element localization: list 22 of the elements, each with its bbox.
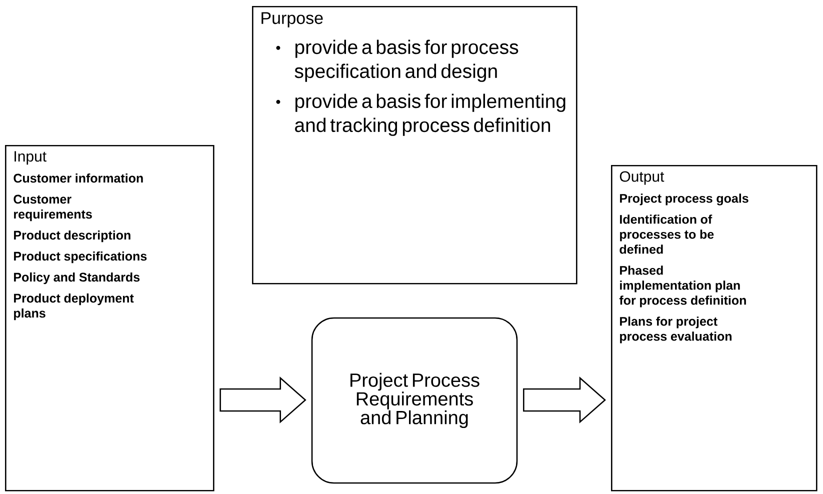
list-item: Phased implementation plan for process definition bbox=[619, 266, 746, 308]
text-box bbox=[5, 145, 214, 492]
list-item: Customer information bbox=[14, 173, 143, 183]
list-item: Identification of processes to be defined bbox=[620, 214, 714, 254]
box-title: Project Process Requirements and Planning bbox=[350, 372, 480, 428]
process-box bbox=[311, 317, 518, 484]
box-heading: Output bbox=[620, 171, 664, 185]
list-item: Customer requirements bbox=[14, 194, 92, 222]
list-item: Product description bbox=[14, 230, 130, 242]
list-item: Product specifications bbox=[14, 251, 147, 264]
block-arrow bbox=[523, 376, 606, 424]
bullet-text: provide a basis for implementing and tracking process definition bbox=[295, 94, 566, 136]
list-item: Product deployment plans bbox=[14, 293, 134, 320]
list-item: Project process goals bbox=[620, 194, 748, 206]
box-heading: Input bbox=[14, 151, 46, 165]
bullet-text: provide a basis for process specification and design bbox=[294, 40, 518, 82]
box-heading: Purpose bbox=[262, 12, 323, 28]
list-item: Policy and Standards bbox=[14, 272, 140, 284]
block-arrow bbox=[220, 376, 306, 424]
text-box bbox=[252, 6, 578, 284]
list-item: Plans for project process evaluation bbox=[620, 316, 732, 344]
text-box bbox=[611, 164, 818, 492]
